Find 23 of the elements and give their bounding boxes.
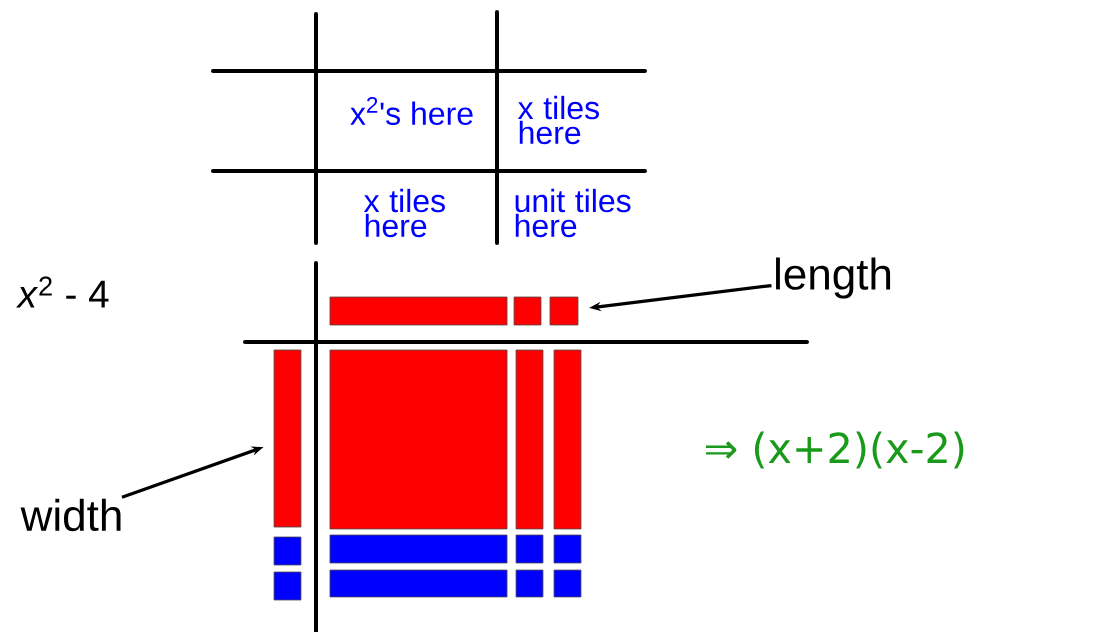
algebra-tile (553, 569, 582, 598)
algebra-tile (273, 571, 302, 601)
expression-text: x$^{2}$ - 4 (16, 276, 109, 308)
algebra-tile (329, 569, 508, 598)
algebra-tile (329, 296, 508, 326)
cell-text: x$^{2}$'s here (350, 97, 473, 125)
algebra-tile (549, 296, 579, 326)
cell-text: x tiles here (363, 188, 445, 238)
algebra-tile (513, 296, 542, 326)
algebra-tile (515, 534, 544, 564)
algebra-tile (329, 349, 508, 530)
algebra-tile (273, 536, 302, 566)
handwritten-formula: ⇒ (x+2)(x-2) (705, 431, 964, 469)
tile-label: width (20, 498, 121, 532)
algebra-tile (515, 349, 544, 530)
cell-text: x tiles here (517, 95, 599, 145)
algebra-tile (273, 349, 302, 528)
algebra-tile (553, 534, 582, 564)
algebra-tile (553, 349, 582, 530)
cell-text: unit tiles here (515, 188, 631, 238)
algebra-tile (515, 569, 544, 598)
tile-label: length (776, 257, 891, 299)
algebra-tile (329, 534, 508, 564)
